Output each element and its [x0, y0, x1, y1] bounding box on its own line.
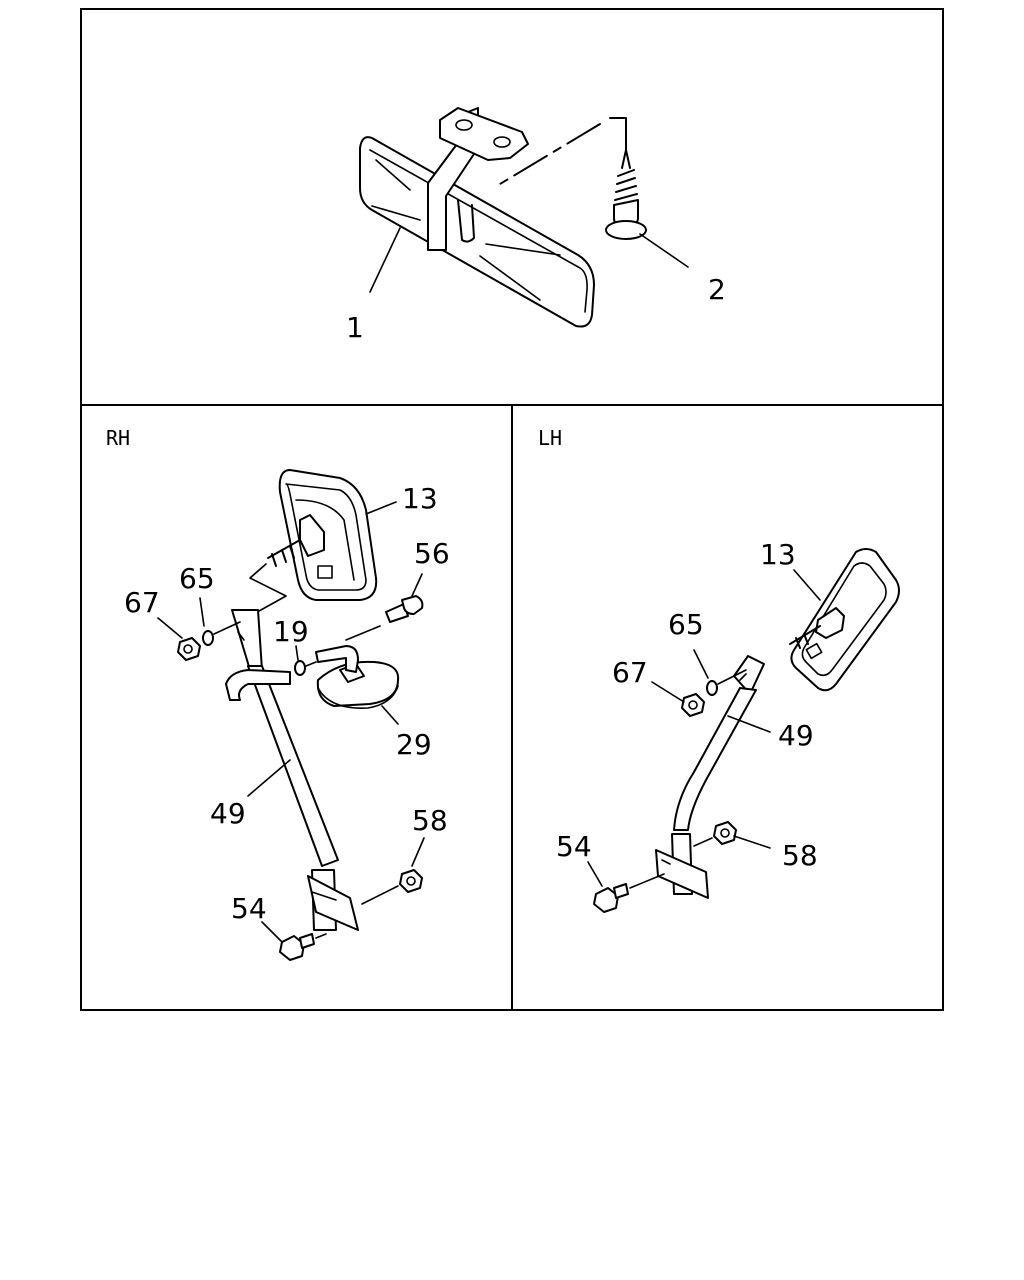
lh-callout-nut-bottom: 58	[782, 839, 818, 872]
mounting-screw	[499, 117, 647, 240]
rh-callout-under-mirror: 29	[396, 728, 432, 761]
diagram-frame	[80, 8, 944, 1011]
rh-washer	[202, 621, 241, 646]
lh-nut	[681, 693, 705, 717]
rh-callout-mirror-head: 13	[402, 482, 438, 515]
rh-callout-nut-bottom: 58	[412, 804, 448, 837]
lh-bolt-bottom	[593, 873, 665, 913]
lh-callout-nut: 67	[612, 656, 648, 689]
rh-callout-bolt-bottom: 54	[231, 892, 267, 925]
lh-callout-washer: 65	[668, 608, 704, 641]
callout-screw: 2	[708, 273, 726, 306]
rh-panel: RH	[106, 426, 450, 961]
lh-side-label: LH	[538, 426, 562, 450]
lh-callout-stay: 49	[778, 719, 814, 752]
rh-leader-lines	[157, 501, 425, 943]
rh-callout-washer-small: 19	[273, 615, 309, 648]
lh-washer	[706, 669, 747, 696]
callout-mirror: 1	[346, 311, 364, 344]
rh-mirror-head	[267, 469, 378, 601]
inside-rearview-mirror	[359, 107, 595, 328]
rh-callout-washer: 65	[179, 562, 215, 595]
lh-nut-bottom	[693, 821, 737, 847]
lh-mirror-head	[789, 548, 900, 692]
lh-panel: LH	[538, 426, 900, 913]
rh-assembly-line	[249, 563, 287, 617]
lh-stay	[655, 655, 765, 899]
rh-nut	[177, 637, 201, 661]
rh-callout-stay: 49	[210, 797, 246, 830]
rh-stay	[225, 609, 359, 931]
lh-leader-lines	[587, 569, 821, 887]
rh-bolt-bottom	[279, 933, 327, 961]
rh-nut-bottom	[361, 869, 423, 905]
leader-lines	[369, 227, 689, 293]
rh-bolt-top	[345, 595, 424, 641]
lh-callout-mirror-head: 13	[760, 538, 796, 571]
top-panel: 1 2	[346, 107, 726, 344]
rh-side-label: RH	[106, 426, 130, 450]
rh-callout-nut: 67	[124, 586, 160, 619]
lh-callout-bolt-bottom: 54	[556, 830, 592, 863]
rh-under-mirror	[315, 645, 400, 709]
rh-callout-bolt-top: 56	[414, 537, 450, 570]
rh-washer-small	[294, 660, 317, 676]
